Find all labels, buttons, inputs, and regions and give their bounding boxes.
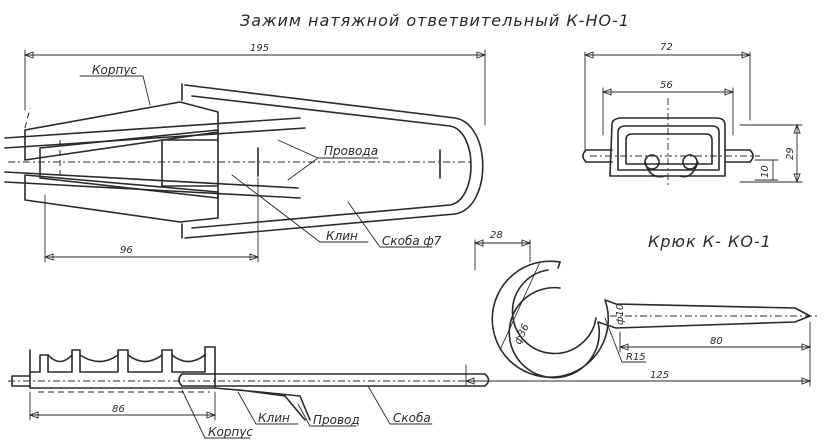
wire-2 [4, 171, 301, 199]
main-title: Зажим натяжной ответвительный К-НО-1 [240, 11, 630, 30]
label-klin-top: Клин [326, 229, 358, 243]
label-provoda: Провода [324, 144, 378, 158]
side-staple [178, 373, 490, 387]
label-provod-bottom: Провод [313, 413, 360, 427]
dim-r15: R15 [626, 352, 646, 363]
dim-28: 28 [490, 230, 503, 241]
dim-10: 10 [760, 165, 771, 178]
label-skoba-top: Скоба ф7 [382, 234, 442, 248]
dim-56: 56 [660, 80, 673, 91]
wire-1 [4, 117, 306, 149]
dim-phi10: ф10 [615, 304, 626, 325]
dim-96: 96 [120, 245, 133, 256]
dim-72: 72 [660, 42, 673, 53]
label-klin-bottom: Клин [258, 411, 290, 425]
clamp-end-view: 72 56 29 10 [582, 42, 803, 185]
staple-outer [184, 84, 484, 239]
dim-86: 86 [112, 404, 125, 415]
staple-inner [191, 95, 472, 229]
label-korpus-bottom: Корпус [208, 425, 253, 439]
dim-195: 195 [250, 43, 269, 54]
hook-outer [491, 260, 811, 379]
clamp-top-view: 195 96 Корпус Провода Клин Ск [4, 43, 487, 263]
hook-view: 28 ф36 ф10 80 R15 125 [464, 230, 820, 387]
clamp-side-view: 86 Корпус Клин Провод Скоба [8, 346, 500, 439]
label-skoba-bottom: Скоба [393, 411, 431, 425]
side-wire [214, 387, 311, 421]
dim-80: 80 [710, 336, 723, 347]
body-upper [24, 101, 219, 161]
label-korpus-top: Корпус [92, 63, 137, 77]
hook-title: Крюк К- КО-1 [648, 232, 772, 251]
body-lower [24, 174, 219, 223]
dim-29: 29 [785, 147, 796, 160]
dim-125: 125 [650, 370, 669, 381]
